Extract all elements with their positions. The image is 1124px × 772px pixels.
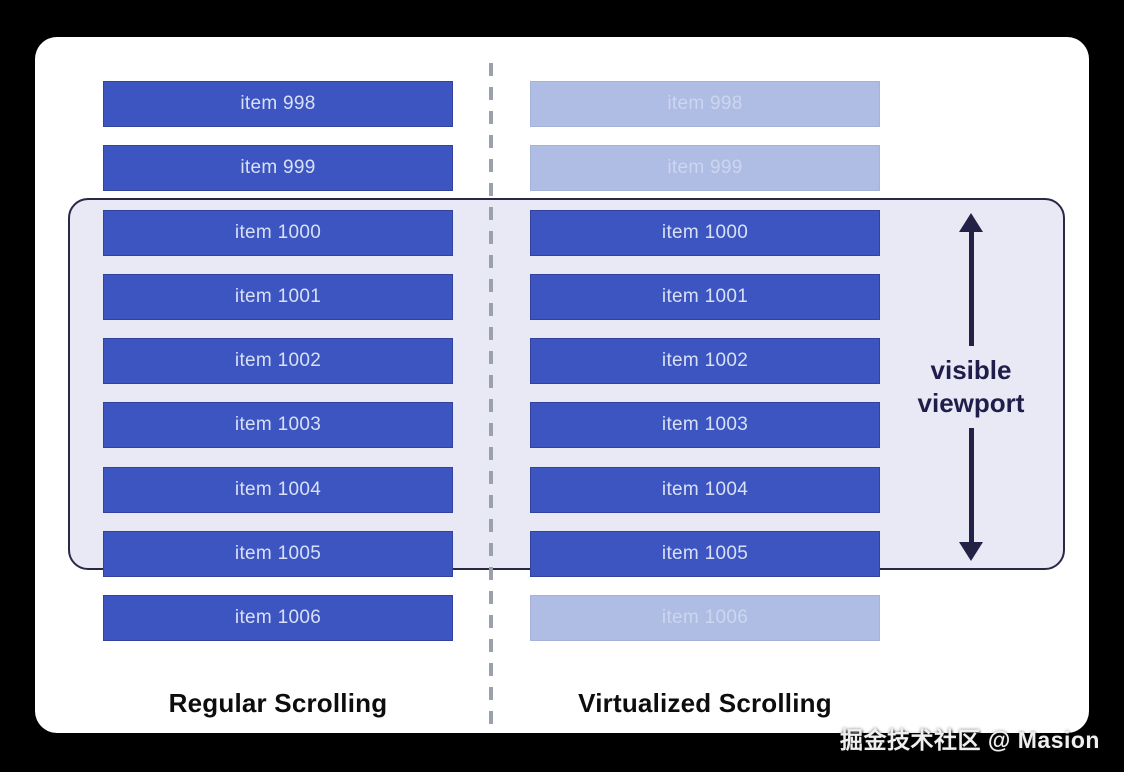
list-item: item 1006 — [103, 595, 453, 642]
list-item: item 1001 — [103, 273, 453, 320]
virtualized-scrolling-title: Virtualized Scrolling — [578, 688, 832, 718]
regular-scrolling-title: Regular Scrolling — [168, 688, 388, 718]
list-item: item 998 — [103, 81, 453, 127]
list-item: item 1001 — [530, 273, 880, 320]
list-item: item 1003 — [530, 402, 880, 449]
list-item: item 1004 — [103, 466, 453, 513]
list-item: item 1004 — [530, 466, 880, 513]
list-item: item 999 — [103, 145, 453, 192]
visible-viewport-label: visible viewport — [917, 354, 1025, 418]
list-item: item 998 — [530, 81, 880, 127]
list-item: item 1005 — [103, 531, 453, 578]
regular-scrolling-list: item 998 item 999 item 1000 item 1001 it… — [103, 81, 453, 642]
column-divider-dashed-line — [489, 63, 493, 731]
list-item: item 1002 — [103, 338, 453, 385]
list-item: item 1003 — [103, 402, 453, 449]
arrow-shaft-bottom — [968, 428, 974, 542]
list-item: item 999 — [530, 145, 880, 192]
watermark: 掘金技术社区 @ Masion — [840, 727, 1100, 753]
list-item: item 1005 — [530, 531, 880, 578]
list-item: item 1000 — [530, 209, 880, 256]
arrow-up-icon — [959, 213, 983, 232]
virtualized-scrolling-list: item 998 item 999 item 1000 item 1001 it… — [530, 81, 880, 642]
list-item: item 1000 — [103, 209, 453, 256]
list-item: item 1002 — [530, 338, 880, 385]
list-item: item 1006 — [530, 595, 880, 642]
viewport-extent-arrow: visible viewport — [901, 213, 1041, 561]
arrow-down-icon — [959, 542, 983, 561]
arrow-shaft-top — [968, 232, 974, 346]
